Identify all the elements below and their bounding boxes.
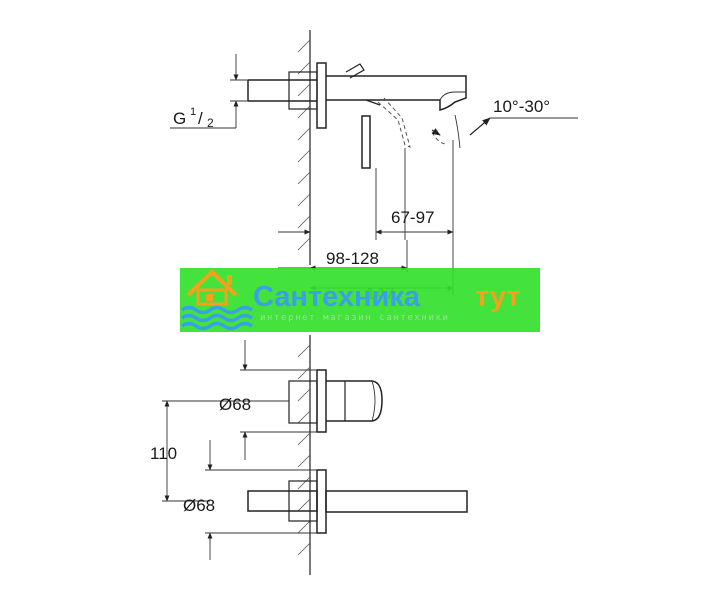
dim-thread: G 1 / 2: [170, 54, 248, 130]
dim-angle: 10°-30°: [431, 97, 578, 136]
dim-vertical-bottom: Ø68 110 Ø68: [150, 340, 317, 560]
angle-label: 10°-30°: [493, 97, 550, 116]
house-logo-icon: [186, 269, 238, 306]
watermark-title: Сантехника: [253, 281, 421, 313]
handle-body: [326, 380, 383, 422]
thread-label-sub: 2: [207, 116, 214, 130]
spout-front: [325, 490, 468, 513]
thread-label-sup: 1: [190, 106, 196, 118]
dim-110-label: 110: [150, 444, 177, 463]
watermark-title-accent: тут: [475, 281, 521, 313]
thread-slash: /: [198, 109, 203, 128]
watermark-banner: Сантехника тут интернет магазин сантехни…: [180, 268, 540, 332]
dia-bottom-label: Ø68: [183, 496, 215, 515]
faucet-front-view: [247, 369, 468, 534]
handle-rosette: [316, 369, 327, 433]
wall-top: [297, 30, 311, 265]
spout: [326, 75, 467, 111]
wall-bottom: [297, 335, 311, 575]
dim-67-97-label: 67-97: [391, 208, 434, 227]
lever: [345, 63, 365, 79]
rosette-plate: [316, 62, 327, 129]
faucet-side-view: [247, 62, 491, 169]
spout-rosette: [316, 469, 327, 534]
waves-icon: [180, 305, 254, 331]
handle-stem: [361, 115, 371, 169]
watermark-subtitle: интернет магазин сантехники: [260, 313, 450, 323]
thread-label-main: G: [173, 109, 186, 128]
dia-top-label: Ø68: [219, 395, 251, 414]
dim-98-128-label: 98-128: [326, 249, 379, 268]
watermark-band: [180, 268, 540, 332]
lever-swing-dashed: [377, 97, 411, 148]
